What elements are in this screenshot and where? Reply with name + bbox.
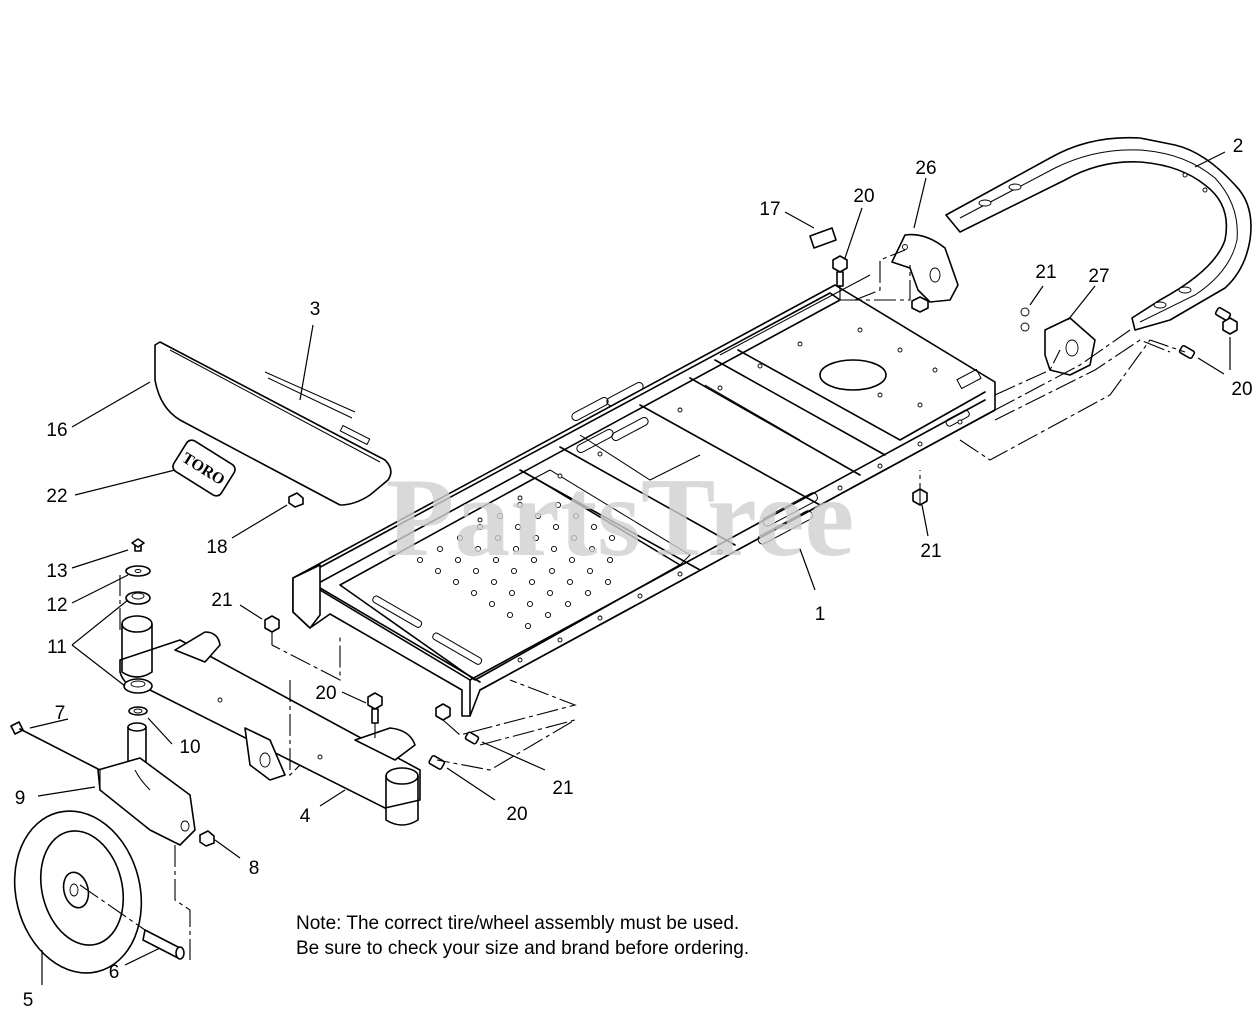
callout-frame: 1 <box>815 604 826 625</box>
callout-nut-bracket: 21 <box>1035 262 1056 283</box>
callout-bracket-right: 27 <box>1088 266 1109 287</box>
hood-screw <box>288 492 304 508</box>
callout-caster-bolt: 7 <box>55 703 66 724</box>
alignment-lines <box>79 249 1186 960</box>
toro-decal: TORO <box>172 439 236 497</box>
callout-caster-axle: 4 <box>300 806 311 827</box>
callout-washer-12: 12 <box>46 595 67 616</box>
callout-hood-screw: 18 <box>206 537 227 558</box>
caster-wheel <box>13 810 143 974</box>
floor-pan-holes <box>416 501 616 630</box>
rops-hoop <box>945 136 1252 331</box>
callout-rops-hoop: 2 <box>1233 136 1244 157</box>
frame-slots <box>372 381 970 665</box>
callout-caster-fork: 9 <box>15 788 26 809</box>
callout-decal-17: 17 <box>759 199 780 220</box>
callout-nut-axle: 21 <box>552 778 573 799</box>
leader-lines <box>29 151 1231 985</box>
note-line-1: Note: The correct tire/wheel assembly mu… <box>296 913 739 934</box>
decal-17 <box>809 227 837 249</box>
fork-nut <box>199 830 215 847</box>
callout-bolt-top: 20 <box>853 186 874 207</box>
caster-fork <box>97 722 196 846</box>
wheel-spacer <box>142 929 185 960</box>
bracket-left <box>891 233 959 313</box>
rail-holes <box>477 327 963 663</box>
note-line-2: Be sure to check your size and brand bef… <box>296 938 749 959</box>
callout-bracket-left: 26 <box>915 158 936 179</box>
caster-stack <box>123 538 153 716</box>
ordering-note: Note: The correct tire/wheel assembly mu… <box>296 913 749 959</box>
callout-nut-front: 21 <box>211 590 232 611</box>
callout-bolt-front: 20 <box>506 804 527 825</box>
caster-bolt <box>10 721 101 771</box>
callout-toro-decal: 22 <box>46 486 67 507</box>
callout-hood-trim: 3 <box>310 299 321 320</box>
callout-bolt-axle: 20 <box>315 683 336 704</box>
bracket-right <box>1020 307 1096 376</box>
callout-caster-wheel: 5 <box>23 990 34 1011</box>
callout-cap-screw-13: 13 <box>46 561 67 582</box>
callout-front-hood: 16 <box>46 420 67 441</box>
callout-nut-rail: 21 <box>920 541 941 562</box>
callout-bolt-right: 20 <box>1231 379 1252 400</box>
callout-fork-nut: 8 <box>249 858 260 879</box>
callout-bearing: 11 <box>47 637 67 658</box>
callout-labels: 1 2 3 4 5 6 7 8 9 10 11 12 13 16 17 18 2… <box>15 136 1253 1011</box>
frame <box>292 274 996 717</box>
watermark-text: PartsTree <box>386 456 855 580</box>
callout-washer-10: 10 <box>179 737 200 758</box>
callout-wheel-spacer: 6 <box>109 962 120 983</box>
caster-axle <box>119 615 421 826</box>
front-hood <box>154 341 392 506</box>
